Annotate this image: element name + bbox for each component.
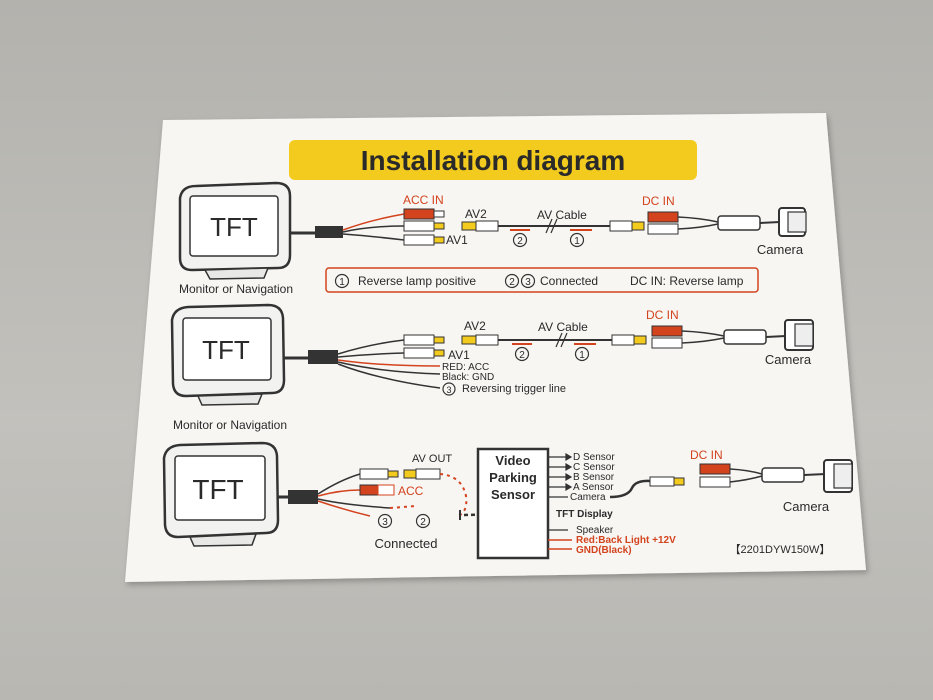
monitor-1-label: TFT bbox=[210, 212, 258, 242]
camera-1-label: Camera bbox=[757, 242, 804, 257]
svg-text:2: 2 bbox=[509, 277, 515, 288]
svg-text:3: 3 bbox=[382, 517, 388, 528]
legend-box: 1 Reverse lamp positive 2 3 Connected DC… bbox=[325, 267, 759, 293]
red-acc-label: RED: ACC bbox=[442, 362, 489, 373]
monitor-3-label: TFT bbox=[192, 474, 243, 505]
connected-label: Connected bbox=[375, 536, 438, 551]
av2-label: AV2 bbox=[465, 207, 487, 221]
paper-card bbox=[125, 113, 866, 582]
svg-text:1: 1 bbox=[574, 236, 580, 247]
svg-text:1: 1 bbox=[339, 277, 345, 288]
svg-text:Parking: Parking bbox=[489, 470, 537, 485]
svg-text:2: 2 bbox=[519, 350, 525, 361]
video-parking-sensor-box bbox=[476, 447, 550, 560]
connector-block bbox=[315, 226, 343, 238]
svg-text:1: 1 bbox=[579, 350, 585, 361]
b-sensor-label: B Sensor bbox=[573, 472, 615, 483]
acc-in-label: ACC IN bbox=[403, 193, 444, 207]
marker-2 bbox=[512, 232, 528, 248]
monitor-2-label: TFT bbox=[202, 335, 250, 365]
reversing-trigger-label: Reversing trigger line bbox=[462, 383, 566, 395]
monitor-2-caption: Monitor or Navigation bbox=[173, 418, 287, 432]
av-cable-label-2: AV Cable bbox=[538, 320, 588, 334]
av2-label-2: AV2 bbox=[464, 319, 486, 333]
diagram-title: Installation diagram bbox=[361, 145, 626, 176]
inline-module bbox=[717, 215, 761, 231]
camera-port-label: Camera bbox=[570, 492, 606, 503]
gnd-label: GND(Black) bbox=[576, 545, 632, 556]
section-2: TFT Monitor or Navigation AV2 AV1 RED: A… bbox=[170, 303, 814, 432]
dc-in-label-2: DC IN bbox=[646, 308, 679, 322]
av1-label-2: AV1 bbox=[448, 348, 470, 362]
section-3: TFT ACC AV OUT 3 2 Connected Video Parki… bbox=[162, 441, 853, 560]
acc-label-3: ACC bbox=[398, 484, 424, 498]
dc-in-label-3: DC IN bbox=[690, 448, 723, 462]
monitor-1-icon bbox=[178, 181, 292, 280]
model-code: 【2201DYW150W】 bbox=[730, 543, 831, 556]
av-cable-label: AV Cable bbox=[537, 208, 587, 222]
legend-item-3: DC IN: Reverse lamp bbox=[630, 274, 744, 288]
av-out-label: AV OUT bbox=[412, 453, 452, 465]
section-1: TFT Monitor or Navigation ACC IN AV2 AV1… bbox=[178, 181, 807, 296]
monitor-1-caption: Monitor or Navigation bbox=[179, 282, 293, 296]
d-sensor-label: D Sensor bbox=[573, 452, 615, 463]
av1-label: AV1 bbox=[446, 233, 468, 247]
title-banner bbox=[289, 140, 697, 180]
camera-2-icon bbox=[784, 319, 814, 351]
camera-3-label: Camera bbox=[783, 499, 830, 514]
camera-1-icon bbox=[778, 207, 807, 237]
svg-text:2: 2 bbox=[517, 236, 523, 247]
camera-2-label: Camera bbox=[765, 352, 812, 367]
c-sensor-label: C Sensor bbox=[573, 462, 615, 473]
legend-item-2: Connected bbox=[540, 274, 598, 288]
dc-in-label: DC IN bbox=[642, 194, 675, 208]
a-sensor-label: A Sensor bbox=[573, 482, 614, 493]
back-light-label: Red:Back Light +12V bbox=[576, 535, 676, 546]
svg-text:3: 3 bbox=[525, 277, 531, 288]
monitor-2-icon bbox=[170, 303, 286, 406]
svg-text:Sensor: Sensor bbox=[491, 487, 535, 502]
marker-1 bbox=[569, 232, 585, 248]
speaker-label: Speaker bbox=[576, 525, 614, 536]
svg-text:Video: Video bbox=[495, 453, 530, 468]
svg-text:2: 2 bbox=[420, 517, 426, 528]
black-gnd-label: Black: GND bbox=[442, 372, 494, 383]
monitor-3-icon bbox=[162, 441, 280, 547]
camera-3-icon bbox=[823, 459, 853, 493]
svg-text:3: 3 bbox=[446, 385, 451, 395]
legend-item-1: Reverse lamp positive bbox=[358, 274, 476, 288]
tft-display-label: TFT Display bbox=[556, 509, 613, 520]
